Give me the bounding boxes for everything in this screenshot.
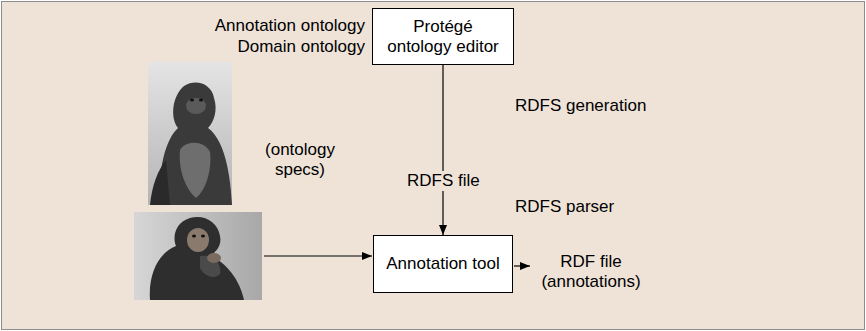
box-text: Annotation tool (386, 254, 499, 274)
annotation-label: Annotation ontology (215, 16, 365, 36)
chimpanzee-photo (134, 212, 262, 300)
gorilla-photo (148, 62, 232, 205)
annotation-label: Domain ontology (237, 37, 365, 57)
box-text: Protégé ontology editor (381, 17, 505, 57)
annotation-label: RDFS parser (515, 197, 614, 217)
annotation-label: (ontology specs) (252, 140, 348, 180)
output-arrow (514, 265, 530, 266)
input-arrow (264, 255, 372, 256)
edge-label: RDFS file (404, 171, 483, 191)
flow-arrow (442, 65, 443, 235)
process-box: Protégé ontology editor (372, 8, 514, 65)
annotation-label: RDFS generation (515, 96, 646, 116)
process-box: Annotation tool (373, 235, 513, 293)
annotation-label: RDF file (annotations) (532, 252, 650, 292)
